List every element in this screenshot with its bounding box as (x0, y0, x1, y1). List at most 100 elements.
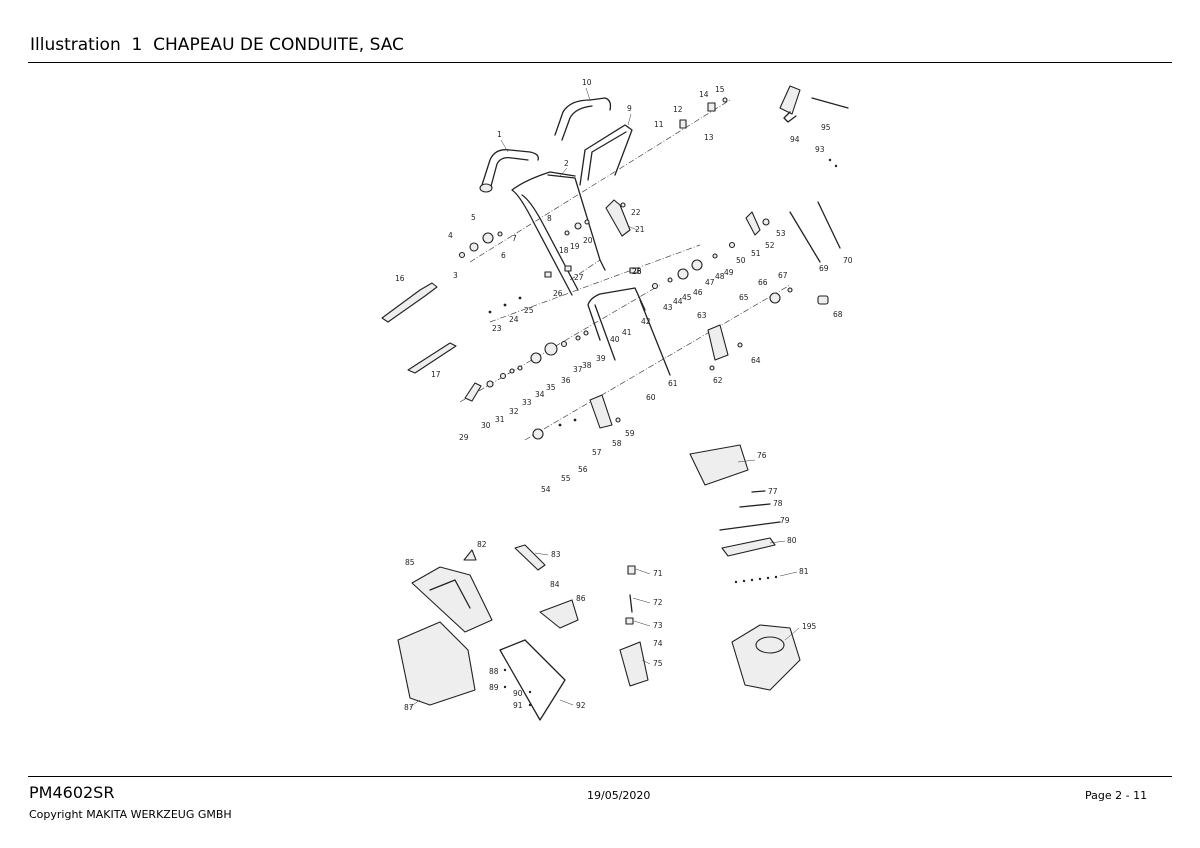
callout: 73 (653, 621, 663, 630)
callout: 2 (564, 159, 569, 168)
page-number: Page 2 - 11 (1085, 789, 1148, 802)
callout: 14 (699, 90, 709, 99)
callout: 28 (632, 267, 642, 276)
callout: 85 (405, 558, 415, 567)
callout: 81 (799, 567, 809, 576)
copyright: Copyright MAKITA WERKZEUG GMBH (29, 808, 232, 821)
callout: 41 (622, 328, 632, 337)
callout: 17 (431, 370, 441, 379)
handle-parts (479, 85, 849, 296)
callout: 80 (787, 536, 797, 545)
callout: 69 (819, 264, 829, 273)
callout: 54 (541, 485, 551, 494)
callout: 67 (778, 271, 788, 280)
callout: 86 (576, 594, 586, 603)
callout: 72 (653, 598, 663, 607)
callout: 88 (489, 667, 499, 676)
callout: 30 (481, 421, 491, 430)
callout: 35 (546, 383, 556, 392)
callout: 83 (551, 550, 561, 559)
callout: 4 (448, 231, 453, 240)
callout-labels: 1 2 3 4 5 6 7 8 9 10 11 12 13 14 15 16 1… (395, 78, 853, 712)
callout: 82 (477, 540, 487, 549)
callout: 87 (404, 703, 414, 712)
callout: 34 (535, 390, 545, 399)
callout: 1 (497, 130, 502, 139)
callout: 52 (765, 241, 775, 250)
callout: 94 (790, 135, 800, 144)
callout: 93 (815, 145, 825, 154)
header-rule (28, 62, 1172, 63)
callout: 40 (610, 335, 620, 344)
callout: 21 (635, 225, 645, 234)
callout: 8 (547, 214, 552, 223)
date: 19/05/2020 (587, 789, 651, 802)
callout: 10 (582, 78, 592, 87)
callout: 37 (573, 365, 583, 374)
callout: 60 (646, 393, 656, 402)
callout: 50 (736, 256, 746, 265)
callout: 51 (751, 249, 761, 258)
callout: 25 (524, 306, 534, 315)
callout: 75 (653, 659, 663, 668)
callout: 33 (522, 398, 532, 407)
callout: 79 (780, 516, 790, 525)
callout: 74 (653, 639, 663, 648)
callout: 26 (632, 267, 642, 276)
callout: 44 (673, 297, 683, 306)
callout: 26 (553, 289, 563, 298)
callout: 84 (550, 580, 560, 589)
page-title: Illustration 1 CHAPEAU DE CONDUITE, SAC (30, 35, 404, 55)
callout: 15 (715, 85, 725, 94)
callout: 43 (663, 303, 673, 312)
callout: 9 (627, 104, 632, 113)
footer-rule (28, 776, 1172, 777)
callout: 16 (395, 274, 405, 283)
callout: 91 (513, 701, 523, 710)
adjust-mechanism-parts (381, 199, 841, 440)
callout: 31 (495, 415, 505, 424)
callout: 56 (578, 465, 588, 474)
callout: 70 (843, 256, 853, 265)
callout: 76 (757, 451, 767, 460)
callout: 22 (631, 208, 641, 217)
callout: 92 (576, 701, 586, 710)
callout: 24 (509, 315, 519, 324)
callout: 195 (802, 622, 817, 631)
callout: 48 (715, 272, 725, 281)
callout: 90 (513, 689, 523, 698)
callout: 23 (492, 324, 502, 333)
callout: 46 (693, 288, 703, 297)
callout: 49 (724, 268, 734, 277)
callout: 55 (561, 474, 571, 483)
callout: 29 (459, 433, 469, 442)
callout: 39 (596, 354, 606, 363)
callout: 36 (561, 376, 571, 385)
callout: 3 (453, 271, 458, 280)
callout: 32 (509, 407, 519, 416)
callout: 38 (582, 361, 592, 370)
callout: 53 (776, 229, 786, 238)
callout: 5 (471, 213, 476, 222)
callout: 7 (512, 234, 517, 243)
callout: 62 (713, 376, 723, 385)
callout: 59 (625, 429, 635, 438)
leader-lines (409, 87, 800, 708)
callout: 13 (704, 133, 714, 142)
assembly-axes (459, 99, 791, 441)
callout: 19 (570, 242, 580, 251)
callout: 78 (773, 499, 783, 508)
callout: 18 (559, 246, 569, 255)
callout: 47 (705, 278, 715, 287)
callout: 6 (501, 251, 506, 260)
callout: 57 (592, 448, 602, 457)
callout: 77 (768, 487, 778, 496)
callout: 20 (583, 236, 593, 245)
callout: 66 (758, 278, 768, 287)
callout: 27 (574, 273, 584, 282)
callout: 58 (612, 439, 622, 448)
callout: 11 (654, 120, 664, 129)
callout: 65 (739, 293, 749, 302)
callout: 45 (682, 293, 692, 302)
